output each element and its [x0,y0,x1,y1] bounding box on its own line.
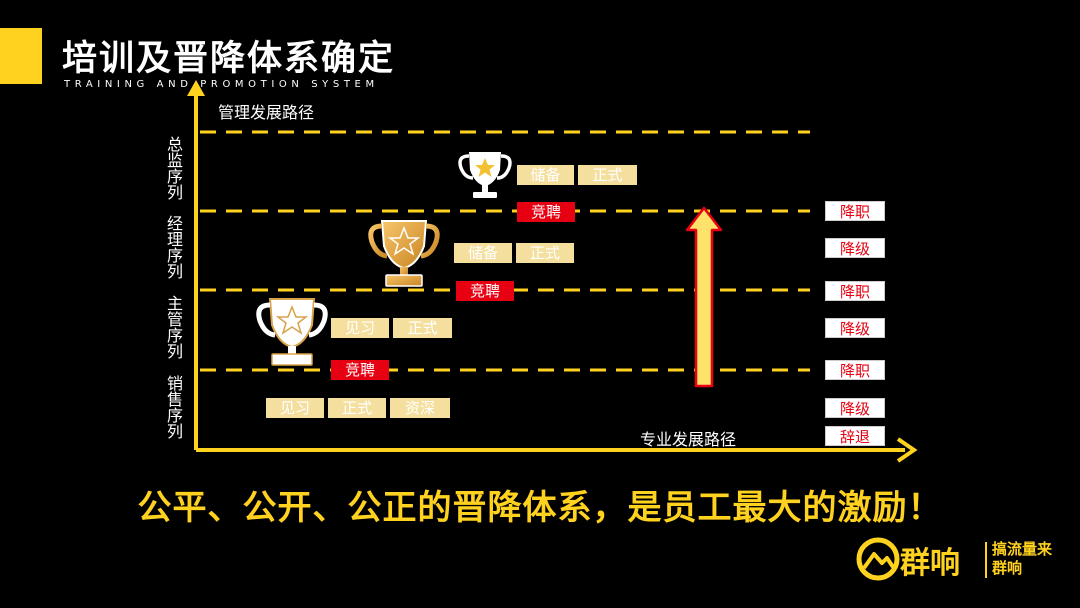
sequence-label-manager: 经理序列 [166,214,183,281]
director-reserve-tag: 储备 [517,165,574,185]
director-formal-tag: 正式 [578,165,637,185]
manager-reserve-tag: 储备 [454,243,512,263]
up-arrow-icon [685,206,723,388]
page-subtitle: TRAINING AND PROMOTION SYSTEM [64,79,379,90]
logo-tagline: 搞流量来群响 [992,540,1053,577]
sequence-label-director: 总监序列 [166,135,183,202]
y-axis-label: 管理发展路径 [218,103,315,122]
manager-compete-tag: 竞聘 [456,281,514,301]
demote-position-tag: 降职 [825,201,885,221]
demote-position-tag: 降职 [825,281,885,301]
logo-divider [985,542,987,578]
trophy-icon [368,220,440,287]
x-axis-arrowhead [896,437,918,463]
sequence-label-supervisor: 主管序列 [166,294,183,361]
trophy-icon [256,298,328,366]
sales-probation-tag: 见习 [266,398,324,418]
dismiss-tag: 辞退 [825,426,885,446]
demote-grade-tag: 降级 [825,398,885,418]
director-compete-tag: 竞聘 [517,202,575,222]
supervisor-probation-tag: 见习 [331,318,389,338]
sales-senior-tag: 资深 [390,398,450,418]
manager-formal-tag: 正式 [516,243,574,263]
x-axis-label: 专业发展路径 [640,430,737,449]
header-accent-block [0,28,42,84]
logo-mountain-icon [856,537,900,581]
supervisor-compete-tag: 竞聘 [331,360,389,380]
sales-formal-tag: 正式 [328,398,386,418]
slogan: 公平、公开、公正的晋降体系，是员工最大的激励！ [137,488,943,528]
y-axis-arrowhead [187,80,205,96]
logo-name: 群响 [900,546,960,581]
trophy-icon [458,152,512,198]
page-title: 培训及晋降体系确定 [62,39,396,79]
supervisor-formal-tag: 正式 [393,318,452,338]
demote-position-tag: 降职 [825,360,885,380]
demote-grade-tag: 降级 [825,238,885,258]
sequence-label-sales: 销售序列 [166,374,183,441]
demote-grade-tag: 降级 [825,318,885,338]
